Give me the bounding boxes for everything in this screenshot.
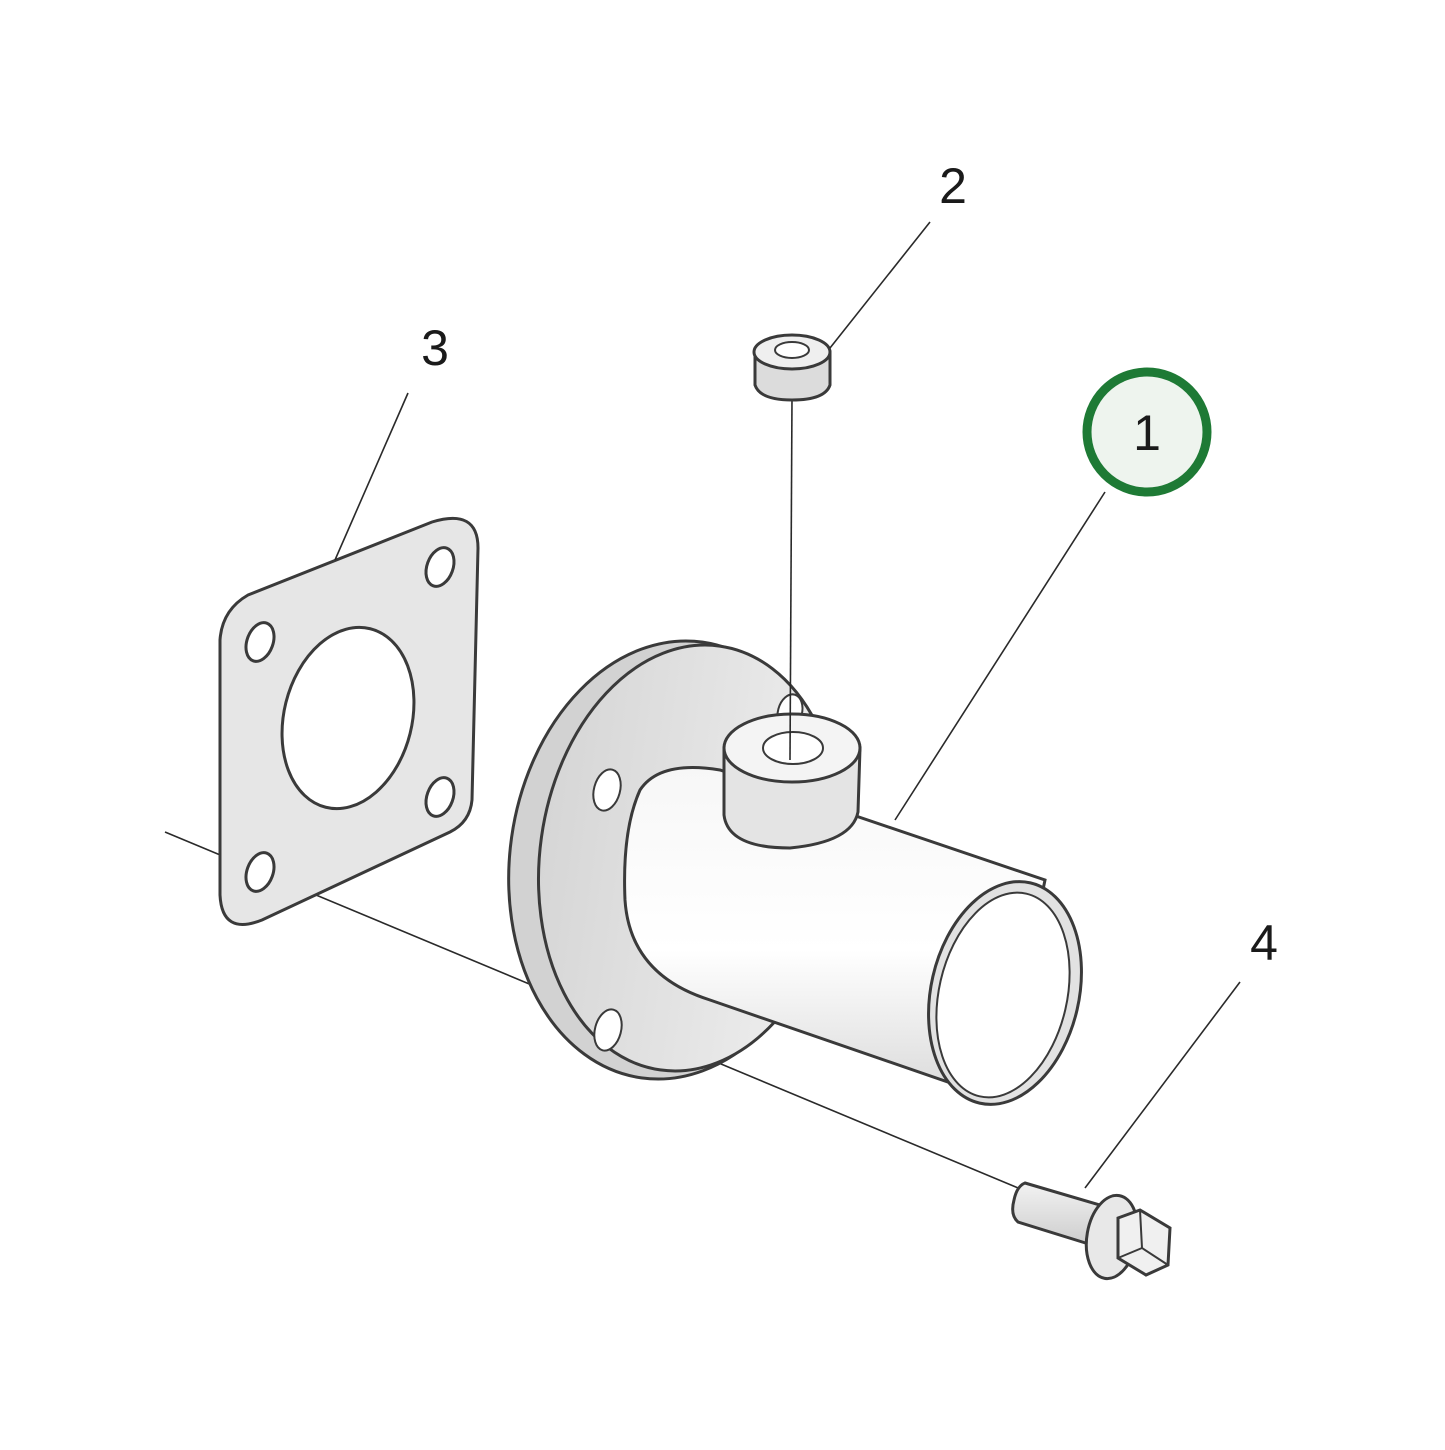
callout-1[interactable]: 1 — [1082, 367, 1212, 497]
plug-axis-line — [789, 397, 793, 761]
callout-2-label: 2 — [939, 158, 967, 214]
callout-4[interactable]: 4 — [1250, 915, 1278, 971]
leader-line-2 — [829, 221, 931, 349]
callout-1-label: 1 — [1133, 405, 1161, 461]
callout-3-label: 3 — [421, 320, 449, 376]
callout-4-label: 4 — [1250, 915, 1278, 971]
gasket-icon — [218, 516, 480, 926]
leader-line-3 — [334, 392, 409, 561]
leader-line-1 — [894, 491, 1106, 821]
callout-1-highlight-ring — [1082, 367, 1212, 497]
flange-bolt-icon — [1011, 1181, 1172, 1281]
plug-screw-icon — [752, 333, 832, 402]
leader-line-4 — [1084, 981, 1241, 1189]
callout-3[interactable]: 3 — [421, 320, 449, 376]
callout-2[interactable]: 2 — [939, 158, 967, 214]
exhaust-adapter-icon — [507, 639, 1083, 1106]
